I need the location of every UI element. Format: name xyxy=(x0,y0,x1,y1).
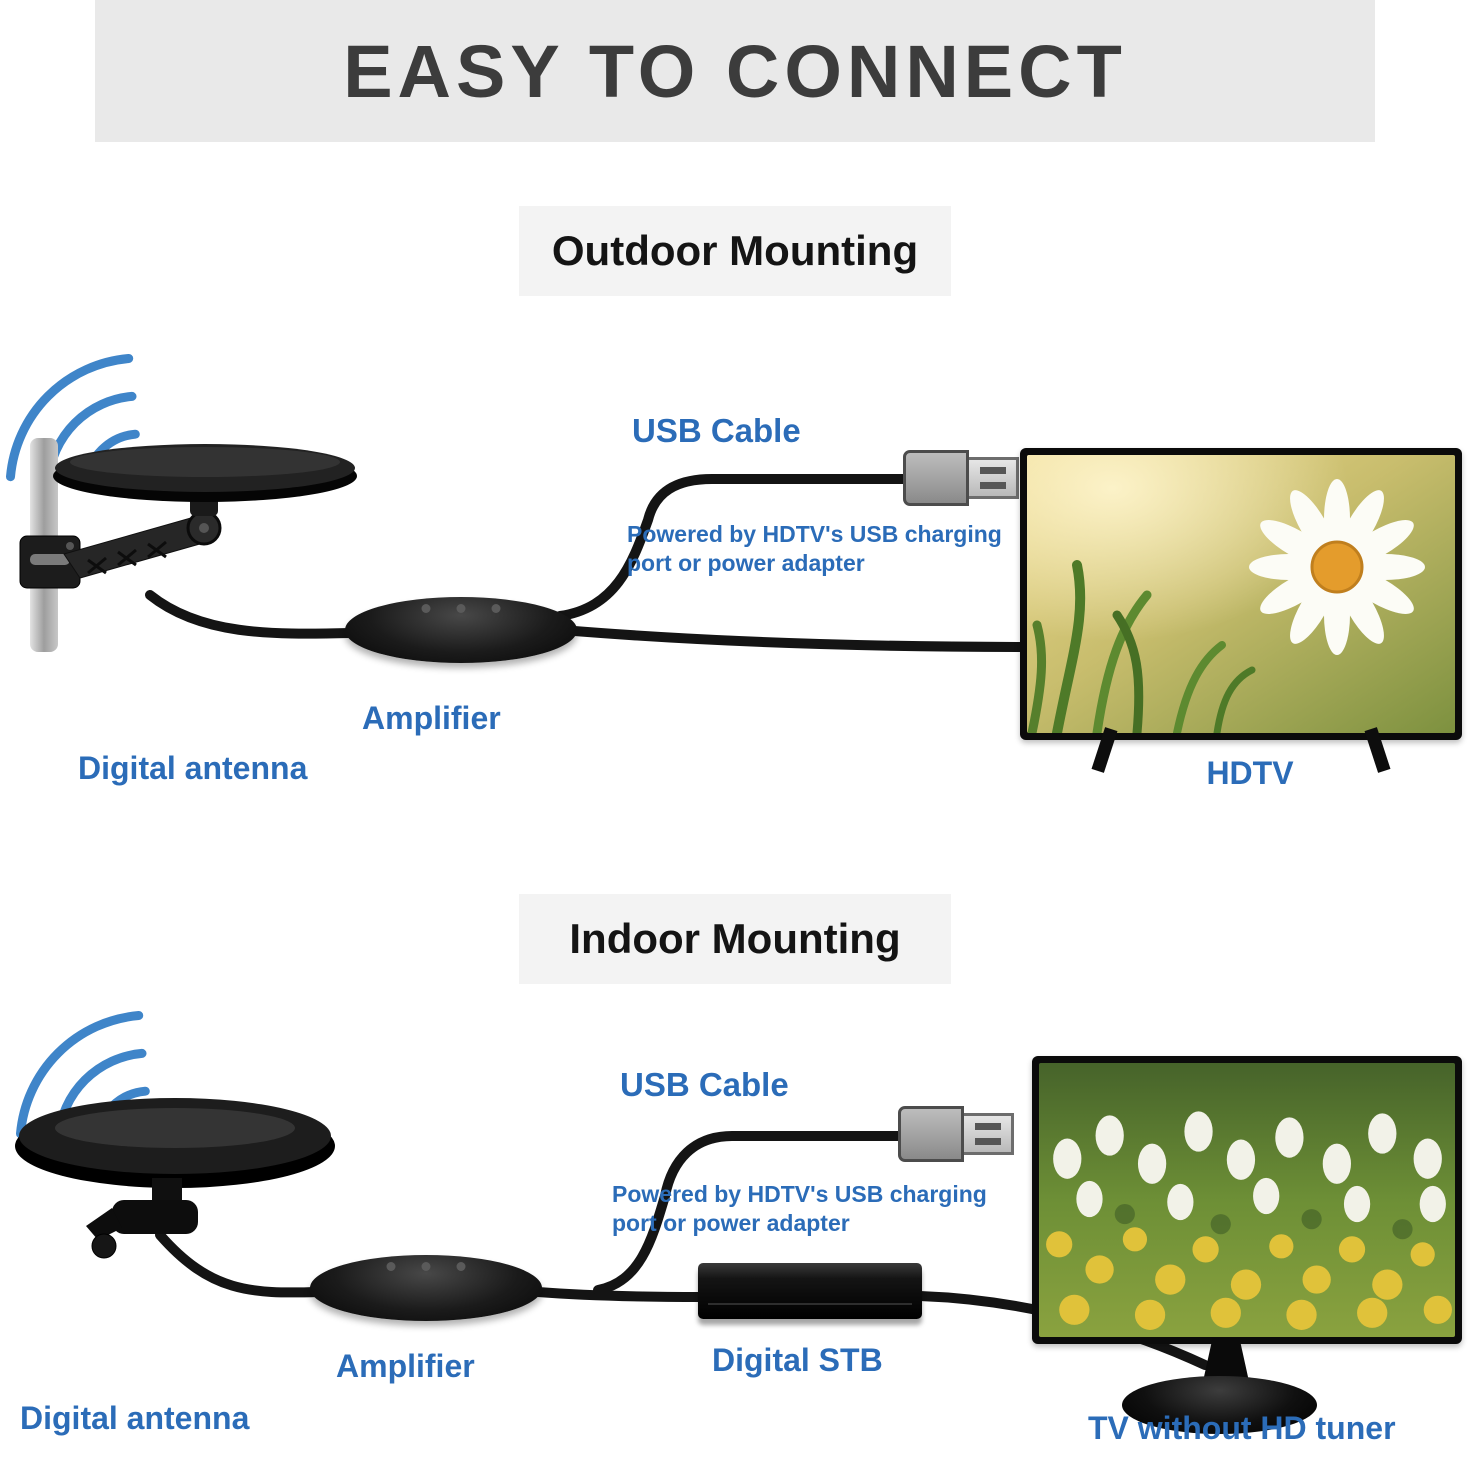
usb-plug-body xyxy=(898,1106,964,1162)
hdtv-screen xyxy=(1027,455,1455,733)
usb-plug-tip xyxy=(969,457,1019,499)
usb-plug-body xyxy=(903,450,969,506)
hdtv-label: HDTV xyxy=(1206,755,1294,791)
mount-arm-truss xyxy=(87,540,167,575)
outdoor-heading-label: Outdoor Mounting xyxy=(551,227,919,274)
outdoor-heading: Outdoor Mounting xyxy=(519,206,951,296)
digital-antenna-outdoor xyxy=(19,438,357,652)
antenna-label-outdoor: Digital antenna xyxy=(78,750,308,786)
powered-note-outdoor: Powered by HDTV's USB charging port or p… xyxy=(627,521,1002,577)
usb-plug-tip xyxy=(964,1113,1014,1155)
digital-antenna-indoor xyxy=(15,1098,335,1259)
stb-label: Digital STB xyxy=(712,1342,883,1378)
amplifier-device-outdoor xyxy=(345,597,577,663)
usb-plug-icon xyxy=(903,450,1019,506)
usb-cable-label-indoor: USB Cable xyxy=(620,1066,789,1103)
cable-antenna-to-amplifier xyxy=(145,590,355,639)
title-banner: EASY TO CONNECT xyxy=(95,0,1375,142)
amplifier-label-outdoor: Amplifier xyxy=(362,700,501,736)
daisy-photo xyxy=(1027,455,1455,733)
amplifier-buttons xyxy=(386,1262,466,1271)
amplifier-device-indoor xyxy=(310,1255,542,1321)
tv-without-tuner-label: TV without HD tuner xyxy=(1088,1410,1396,1446)
hdtv-outdoor xyxy=(1020,448,1462,773)
outdoor-cables xyxy=(145,474,1035,652)
clamp-knob xyxy=(91,1233,117,1259)
daisy-flower xyxy=(1249,479,1425,655)
antenna-neck xyxy=(152,1178,182,1204)
indoor-heading: Indoor Mounting xyxy=(519,894,951,984)
cable-to-usb xyxy=(593,1131,907,1295)
usb-plug-icon xyxy=(898,1106,1014,1162)
page-title: EASY TO CONNECT xyxy=(343,29,1127,113)
powered-note-indoor: Powered by HDTV's USB charging port or p… xyxy=(612,1181,987,1237)
flower-field-photo xyxy=(1039,1063,1455,1337)
cable-amplifier-to-tv xyxy=(557,625,1035,652)
tv-without-tuner xyxy=(1032,1056,1462,1344)
clamp-mount xyxy=(112,1200,198,1234)
usb-cable-label-outdoor: USB Cable xyxy=(632,412,801,449)
amplifier-label-indoor: Amplifier xyxy=(336,1348,475,1384)
monitor-base xyxy=(1122,1376,1317,1434)
tv-screen xyxy=(1039,1063,1455,1337)
amplifier-buttons xyxy=(421,604,501,613)
digital-stb-device xyxy=(698,1263,922,1319)
cable-antenna-to-amplifier xyxy=(155,1230,323,1298)
indoor-heading-label: Indoor Mounting xyxy=(569,915,901,962)
antenna-label-indoor: Digital antenna xyxy=(20,1400,250,1436)
cable-amplifier-to-usb xyxy=(555,474,913,621)
cable-amplifier-to-stb xyxy=(533,1287,707,1302)
